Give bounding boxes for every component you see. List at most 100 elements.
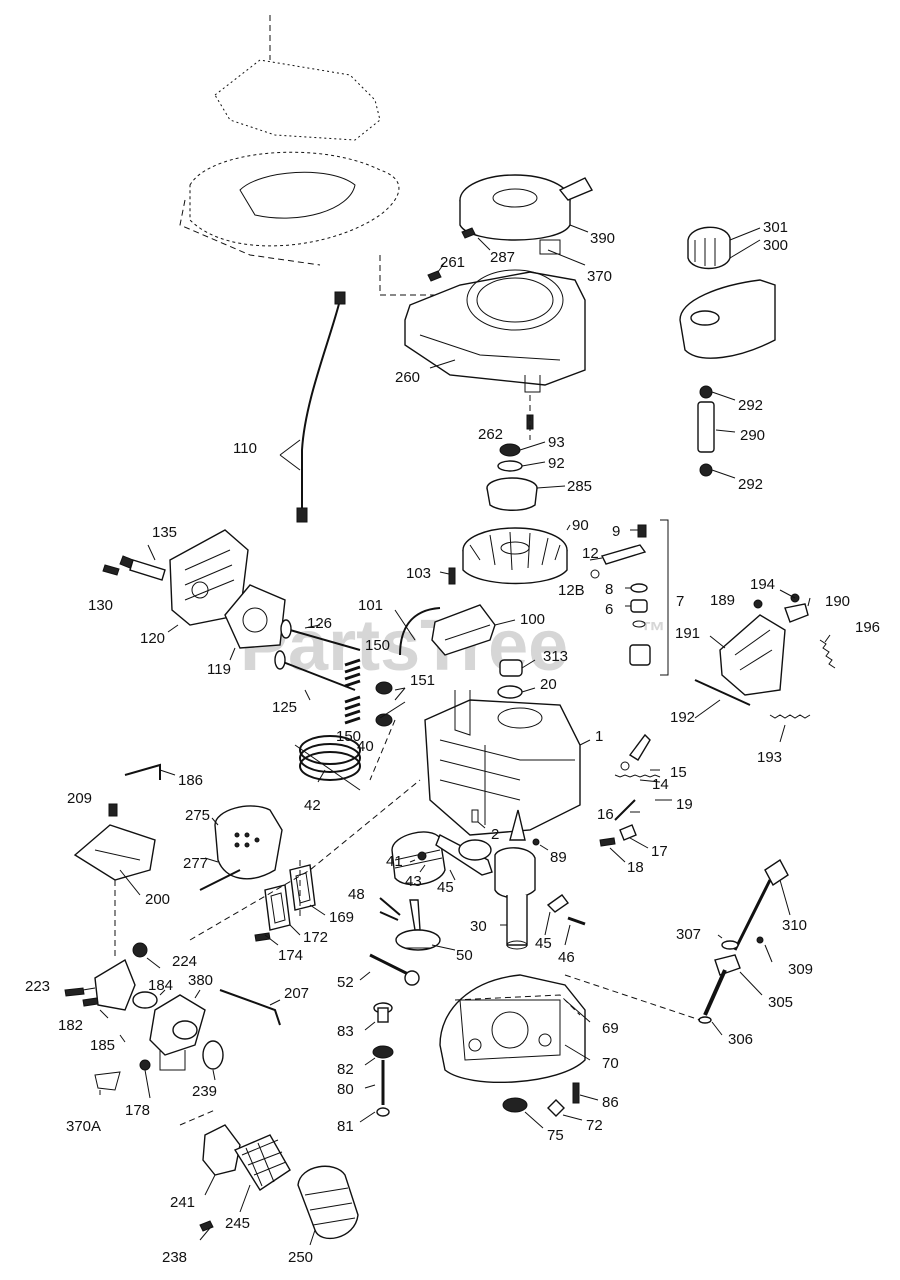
seal-6-drawing xyxy=(630,599,648,613)
screw-223-drawing xyxy=(64,987,85,997)
adapter-185-drawing xyxy=(94,958,136,1011)
label-72: 72 xyxy=(586,1117,603,1134)
label-120: 120 xyxy=(140,630,165,647)
label-260: 260 xyxy=(395,369,420,386)
screw-261-drawing xyxy=(427,270,442,282)
label-70: 70 xyxy=(602,1055,619,1072)
retainer-drawing xyxy=(630,583,648,593)
label-89: 89 xyxy=(550,849,567,866)
clamp-14-drawing xyxy=(620,761,630,771)
governor-shaft-16-drawing xyxy=(614,799,636,821)
watermark-trademark: ™ xyxy=(640,616,666,646)
screw-86-drawing xyxy=(572,1082,580,1104)
gasket-69-drawing xyxy=(454,994,581,1016)
screw-46-drawing xyxy=(567,916,586,926)
assembly-guide-lines xyxy=(114,395,701,1126)
label-193: 193 xyxy=(757,749,782,766)
label-93: 93 xyxy=(548,434,565,451)
rewind-starter-drawing xyxy=(459,174,594,241)
label-190: 190 xyxy=(825,593,850,610)
valve-spring-lower-drawing xyxy=(344,695,361,725)
label-82: 82 xyxy=(337,1061,354,1078)
connecting-rod-drawing xyxy=(435,834,493,876)
drain-plug-72-drawing xyxy=(547,1099,565,1117)
label-292-bottom: 292 xyxy=(738,476,763,493)
label-178: 178 xyxy=(125,1102,150,1119)
screw-309-drawing xyxy=(756,936,764,944)
label-275: 275 xyxy=(185,807,210,824)
label-192: 192 xyxy=(670,709,695,726)
fuel-cap-drawing xyxy=(687,226,731,270)
label-301: 301 xyxy=(763,219,788,236)
part-number-labels: 390 287 370 261 260 262 301 300 292 290 … xyxy=(25,219,880,1266)
label-261: 261 xyxy=(440,254,465,271)
label-101: 101 xyxy=(358,597,383,614)
label-390: 390 xyxy=(590,230,615,247)
label-185: 185 xyxy=(90,1037,115,1054)
nut-93-drawing xyxy=(499,443,521,457)
label-277: 277 xyxy=(183,855,208,872)
label-150-bottom: 150 xyxy=(336,728,361,745)
clamp-292-top-drawing xyxy=(699,385,713,399)
label-92: 92 xyxy=(548,455,565,472)
fuel-tank-drawing xyxy=(679,279,776,359)
label-100: 100 xyxy=(520,611,545,628)
label-2: 2 xyxy=(491,826,499,843)
label-191: 191 xyxy=(675,625,700,642)
control-bracket-drawing xyxy=(719,614,786,696)
link-192-drawing xyxy=(694,679,751,706)
valve-kit-bracket xyxy=(660,519,669,676)
label-52: 52 xyxy=(337,974,354,991)
valve-spring-upper-drawing xyxy=(344,658,361,688)
gasket-172-drawing xyxy=(264,884,291,931)
cylinder-block-drawing xyxy=(424,690,581,836)
label-8: 8 xyxy=(605,581,613,598)
clamp-292-bottom-drawing xyxy=(699,463,713,477)
label-309: 309 xyxy=(788,961,813,978)
seal-313-drawing xyxy=(499,659,523,677)
screw-287-drawing xyxy=(461,227,476,239)
label-6: 6 xyxy=(605,601,613,618)
label-46: 46 xyxy=(558,949,575,966)
label-86: 86 xyxy=(602,1094,619,1111)
label-18: 18 xyxy=(627,859,644,876)
label-103: 103 xyxy=(406,565,431,582)
label-184: 184 xyxy=(148,977,173,994)
muffler-drawing xyxy=(214,805,283,880)
leader-lines xyxy=(82,224,831,1246)
label-313: 313 xyxy=(543,648,568,665)
bolt-48-drawing xyxy=(379,897,401,921)
screw-277-drawing xyxy=(199,869,241,891)
clip-17-drawing xyxy=(619,824,637,841)
label-239: 239 xyxy=(192,1083,217,1100)
label-81: 81 xyxy=(337,1118,354,1135)
label-80: 80 xyxy=(337,1081,354,1098)
link-186-drawing xyxy=(124,763,161,780)
screw-209-drawing xyxy=(108,803,118,817)
label-30: 30 xyxy=(470,918,487,935)
valve-guide-drawing xyxy=(629,620,651,666)
label-207: 207 xyxy=(284,985,309,1002)
governor-lever-15-drawing xyxy=(628,733,651,761)
crankshaft-drawing xyxy=(494,809,536,950)
rocker-arm-drawing xyxy=(600,544,647,565)
label-125: 125 xyxy=(272,699,297,716)
label-172: 172 xyxy=(303,929,328,946)
screw-103-drawing xyxy=(448,567,456,585)
label-9: 9 xyxy=(612,523,620,540)
dowel-pin-drawing xyxy=(471,809,479,823)
label-110: 110 xyxy=(233,440,257,457)
label-42: 42 xyxy=(304,797,321,814)
gasket-239-drawing xyxy=(202,1040,224,1070)
label-292-top: 292 xyxy=(738,397,763,414)
blower-housing-drawing xyxy=(404,269,586,393)
label-380: 380 xyxy=(188,972,213,989)
label-45-rod: 45 xyxy=(437,879,454,896)
washer-92-drawing xyxy=(497,460,523,472)
label-200: 200 xyxy=(145,891,170,908)
lever-190-drawing xyxy=(784,603,809,623)
label-262: 262 xyxy=(478,426,503,443)
link-207-drawing xyxy=(219,989,281,1026)
spark-plug-boot-drawing xyxy=(399,607,441,656)
